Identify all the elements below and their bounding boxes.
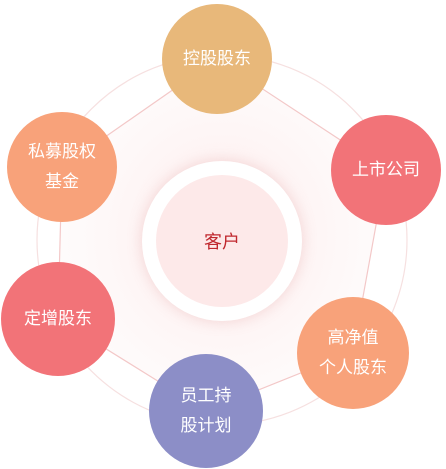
- node-label: 定增股东: [24, 309, 92, 329]
- node-label: 控股股东: [183, 49, 251, 69]
- node-private-placement-shareholder: 定增股东: [1, 262, 115, 376]
- node-private-equity-fund: 私募股权 基金: [7, 112, 117, 222]
- node-label-line-2: 个人股东: [319, 358, 387, 378]
- node-label-line-1: 员工持: [180, 386, 232, 406]
- node-label-line-2: 基金: [45, 172, 79, 192]
- center-label: 客户: [204, 232, 240, 253]
- node-controlling-shareholder: 控股股东: [162, 4, 272, 114]
- node-label-line-1: 私募股权: [28, 142, 96, 162]
- node-listed-company: 上市公司: [331, 115, 441, 225]
- node-label-line-1: 高净值: [327, 328, 379, 348]
- center-node: 客户: [156, 175, 288, 307]
- node-employee-stock-plan: 员工持 股计划: [149, 354, 263, 468]
- node-high-net-worth-individual: 高净值 个人股东: [297, 297, 409, 409]
- node-label-line-2: 股计划: [180, 416, 232, 436]
- node-label: 上市公司: [352, 160, 420, 180]
